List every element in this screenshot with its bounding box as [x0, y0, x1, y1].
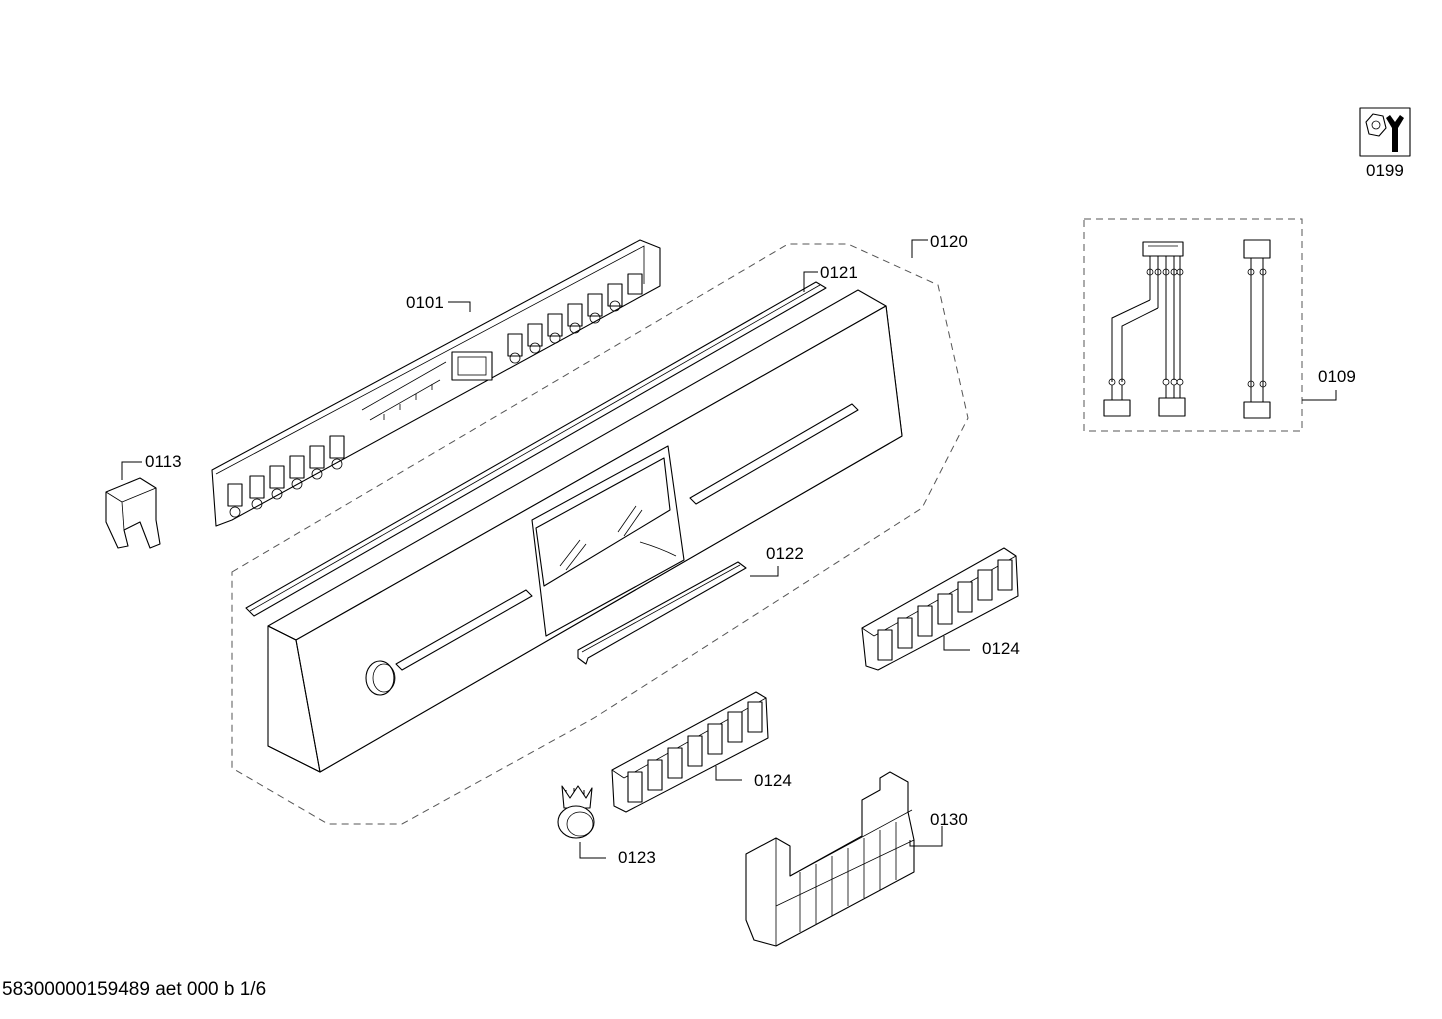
- button-keys: [877, 559, 1013, 661]
- knob-fork: [561, 785, 593, 809]
- nut-hole: [1371, 120, 1381, 130]
- knob-hole: [365, 660, 395, 696]
- slot: [689, 403, 859, 505]
- slot: [395, 589, 533, 671]
- connector: [1243, 239, 1271, 259]
- part-0124-button-strip-lower[interactable]: 0124: [611, 691, 792, 813]
- label-0113: 0113: [145, 452, 182, 471]
- connector: [1243, 401, 1271, 419]
- nut-shape: [1365, 113, 1387, 137]
- label-0120: 0120: [930, 232, 968, 251]
- label-0199: 0199: [1366, 161, 1404, 180]
- holder-ribs: [799, 822, 897, 932]
- wrench-shape: [1386, 115, 1404, 152]
- part-0113-switch-clip[interactable]: 0113: [105, 452, 182, 549]
- pcb-led-row: [361, 361, 447, 421]
- part-0109-cable-harness[interactable]: 0109: [1083, 218, 1356, 432]
- connector: [1158, 397, 1186, 417]
- holder-frame-shape: [745, 771, 915, 947]
- document-reference-footer: 58300000159489 aet 000 b 1/6: [2, 979, 267, 1000]
- knob-body: [557, 805, 595, 839]
- part-0199-service-icon[interactable]: 0199: [1359, 107, 1411, 180]
- label-0122: 0122: [766, 544, 804, 563]
- switch-clip-shape: [105, 477, 161, 549]
- label-0123: 0123: [618, 848, 656, 867]
- part-0121-trim-strip[interactable]: 0121: [245, 263, 858, 617]
- light-guide-shape: [577, 561, 747, 665]
- fascia-group-outline: [231, 243, 969, 825]
- nut-and-wrench-icon: [1359, 107, 1411, 157]
- label-0124-upper: 0124: [982, 639, 1020, 658]
- fascia-panel: [267, 289, 903, 773]
- label-0124-lower: 0124: [754, 771, 792, 790]
- harness-group-box: [1083, 218, 1303, 432]
- trim-strip-shape: [245, 281, 827, 617]
- label-0109: 0109: [1318, 367, 1356, 386]
- part-0124-button-strip-upper[interactable]: 0124: [861, 547, 1020, 671]
- button-keys: [627, 701, 763, 803]
- part-0123-knob[interactable]: 0123: [557, 785, 656, 867]
- connector: [1142, 241, 1184, 257]
- part-0101-control-module[interactable]: 0101: [211, 239, 661, 527]
- label-0130: 0130: [930, 810, 968, 829]
- pcb-button-cutouts: [227, 273, 643, 518]
- part-0130-holder-frame[interactable]: 0130: [745, 771, 968, 947]
- part-0120-fascia-group[interactable]: 0120: [231, 232, 969, 825]
- label-0121: 0121: [820, 263, 858, 282]
- connector: [1103, 399, 1131, 417]
- part-0122-light-guide[interactable]: 0122: [577, 544, 804, 665]
- label-0101: 0101: [406, 293, 444, 312]
